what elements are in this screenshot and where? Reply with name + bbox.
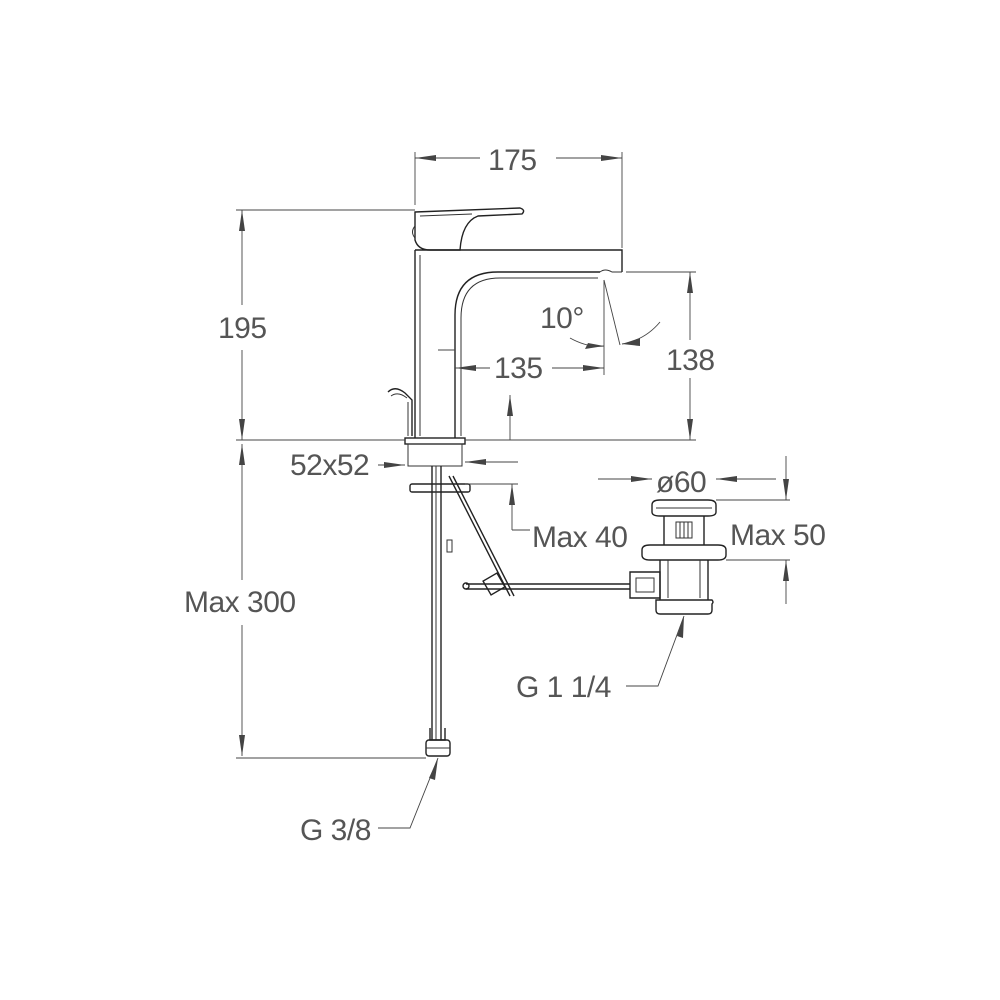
faucet-base <box>404 437 466 467</box>
supply-hose-fitting <box>425 728 451 757</box>
faucet-handle <box>412 207 525 251</box>
dim-base-label: 52x52 <box>290 449 369 482</box>
dim-height-label: 195 <box>218 312 267 345</box>
mounting-hardware <box>409 466 471 740</box>
dim-width-label: 175 <box>488 144 537 177</box>
dimension-lines <box>236 152 790 829</box>
pop-up-lever <box>387 388 413 436</box>
drain-thread-label: G 1 1/4 <box>516 671 611 704</box>
drain-assembly <box>629 499 727 615</box>
dimension-labels: 175 195 10° 135 138 52x52 Max 40 ø60 Max… <box>184 144 826 847</box>
dim-hose-length-label: Max 300 <box>184 586 296 619</box>
supply-thread-label: G 3/8 <box>300 814 371 847</box>
dim-drain-max-label: Max 50 <box>730 519 825 552</box>
dim-angle-label: 10° <box>540 302 584 335</box>
faucet-body <box>414 249 623 438</box>
pop-up-rod <box>448 475 515 597</box>
dim-spout-height-label: 138 <box>666 344 715 377</box>
dim-drain-diameter-label: ø60 <box>656 466 706 499</box>
linkage-rod <box>462 582 630 590</box>
dim-reach-label: 135 <box>494 352 543 385</box>
dim-countertop-label: Max 40 <box>532 521 627 554</box>
